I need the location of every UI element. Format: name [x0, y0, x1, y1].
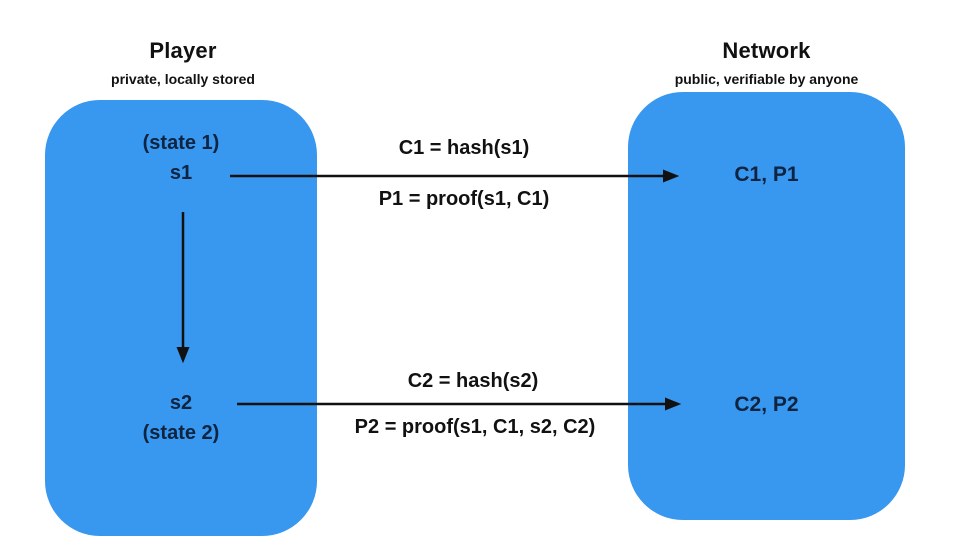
transition1-proof-label: P1 = proof(s1, C1) — [378, 188, 550, 210]
network-title: Network — [722, 38, 811, 63]
player-box: (state 1) s1 s2 (state 2) — [45, 100, 317, 536]
network-subtitle: public, verifiable by anyone — [674, 71, 859, 87]
state2-group: s2 (state 2) — [45, 388, 317, 448]
network-box: C1, P1 C2, P2 — [628, 92, 905, 520]
state1-caption: (state 1) — [142, 132, 220, 154]
network-record-2: C2, P2 — [734, 393, 799, 416]
state2-caption: (state 2) — [142, 422, 220, 444]
transition2-commitment-label: C2 = hash(s2) — [407, 370, 539, 392]
transition1-commitment-label: C1 = hash(s1) — [398, 137, 530, 159]
player-subtitle: private, locally stored — [111, 71, 255, 87]
transition2-proof-label: P2 = proof(s1, C1, s2, C2) — [354, 416, 596, 438]
player-title: Player — [149, 38, 217, 63]
network-record-1: C1, P1 — [734, 163, 799, 186]
state2-value: s2 — [169, 392, 193, 414]
state1-value: s1 — [169, 162, 193, 184]
state1-group: (state 1) s1 — [45, 128, 317, 188]
